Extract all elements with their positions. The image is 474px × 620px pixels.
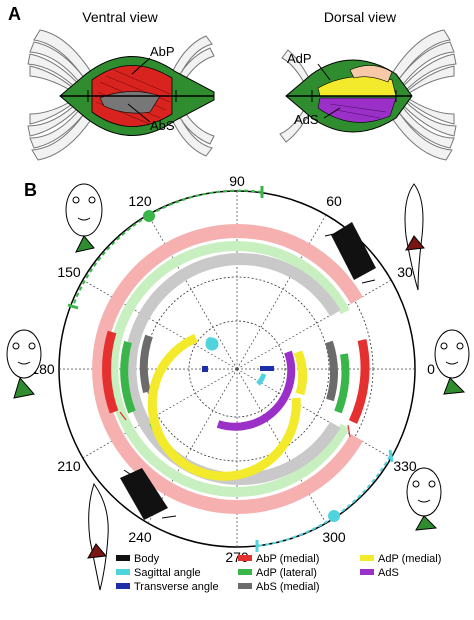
dorsal-specimen — [279, 29, 457, 161]
abs-band — [124, 253, 341, 485]
body-bar-lower — [120, 468, 177, 520]
abp-label: AbP — [150, 44, 175, 59]
polar-spoke — [147, 214, 238, 370]
angle-label-300: 300 — [322, 529, 346, 545]
polar-spoke — [236, 368, 392, 459]
legend-swatch — [116, 583, 130, 589]
polar-spoke — [147, 368, 238, 524]
ads-label: AdS — [294, 112, 319, 127]
fish-icon — [6, 329, 42, 399]
legend-swatch — [238, 569, 252, 575]
ventral-specimen — [27, 29, 215, 161]
abs-leader — [127, 103, 151, 123]
fish-icon — [406, 467, 442, 531]
adp-leader — [317, 63, 331, 81]
adp-band — [108, 241, 350, 497]
legend-swatch — [116, 555, 130, 561]
fin-ray-icon — [279, 29, 457, 161]
panel-a-letter: A — [8, 4, 21, 24]
fish-icon — [434, 329, 470, 395]
fin-ray-icon — [27, 29, 97, 96]
legend-swatch — [238, 555, 252, 561]
angle-label-30: 30 — [397, 264, 413, 280]
angle-label-90: 90 — [229, 173, 245, 189]
body-bar-upper — [324, 222, 376, 284]
abp-medial-arcs — [102, 330, 370, 438]
legend-label: Transverse angle — [134, 581, 219, 593]
polar-spoke — [236, 214, 327, 370]
legend-label: AbP (medial) — [256, 553, 319, 565]
legend-swatch — [360, 569, 374, 575]
angle-label-330: 330 — [393, 458, 417, 474]
abp-leader — [131, 57, 151, 75]
angle-label-0: 0 — [427, 361, 435, 377]
abp-band — [92, 224, 363, 514]
adp-medial-arc-right — [293, 350, 308, 396]
panel-b-letter: B — [24, 180, 37, 200]
polar-spoke — [236, 279, 392, 370]
fish-icon — [404, 183, 425, 291]
angle-label-120: 120 — [128, 193, 152, 209]
legend-label: AdP (medial) — [378, 553, 441, 565]
angle-label-240: 240 — [128, 529, 152, 545]
adp-medial-arc — [147, 333, 301, 481]
legend-label: Sagittal angle — [134, 567, 201, 579]
angle-label-60: 60 — [326, 193, 342, 209]
sagittal-outer-arc — [255, 449, 394, 552]
legend-label: AbS (medial) — [256, 581, 320, 593]
legend-label: AdP (lateral) — [256, 567, 317, 579]
polar-spoke — [82, 368, 238, 459]
legend-swatch — [360, 555, 374, 561]
abs-medial-arcs — [139, 334, 338, 402]
fish-icon — [65, 183, 103, 253]
green-outer-arc — [67, 186, 264, 310]
dorsal-view-title: Dorsal view — [324, 9, 397, 25]
legend-swatch — [238, 583, 252, 589]
transverse-markers — [202, 366, 274, 372]
legend-label: AdS — [378, 567, 399, 579]
ads-leader — [323, 107, 341, 119]
ventral-view-title: Ventral view — [82, 9, 158, 25]
polar-spoke — [82, 279, 238, 370]
sagittal-inner — [205, 336, 267, 386]
ads-arc — [216, 350, 296, 431]
angle-label-210: 210 — [57, 458, 81, 474]
abs-label: AbS — [150, 118, 175, 133]
angle-label-150: 150 — [57, 264, 81, 280]
adp-label: AdP — [287, 51, 312, 66]
legend-swatch — [116, 569, 130, 575]
legend-label: Body — [134, 553, 160, 565]
fish-icon — [87, 482, 109, 591]
